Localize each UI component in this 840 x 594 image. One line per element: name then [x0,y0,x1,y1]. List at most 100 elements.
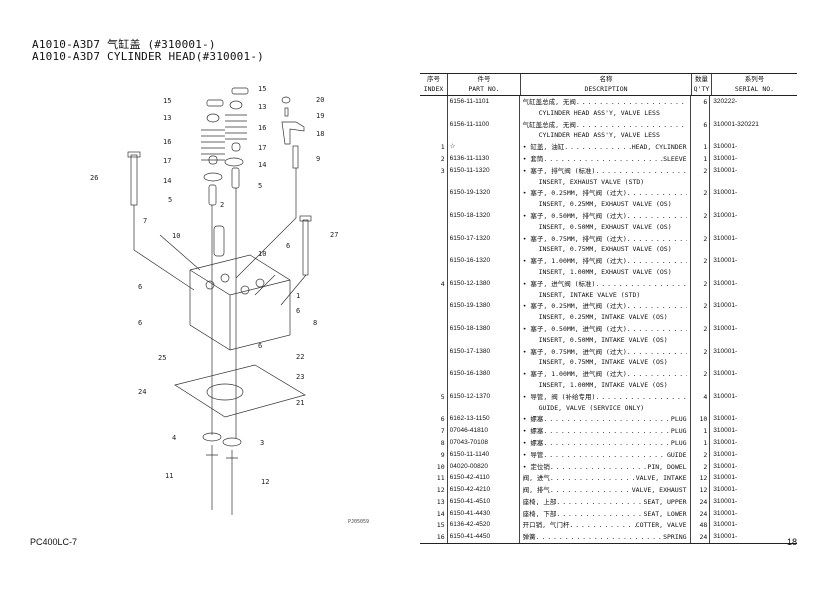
callout-number: 20 [316,96,324,104]
desc-en: SEAT, UPPER [643,497,687,506]
cell-qty: 1 [691,425,711,437]
desc-cn: • 定位销 [522,462,550,471]
desc-cn: 座椅, 上部 [522,497,557,506]
desc-cn: • 缸盖, 油缸 [522,143,565,152]
callout-number: 3 [260,439,264,447]
header-index-cn: 序号 [427,75,440,83]
desc-cn: • 塞子, 1.00MM, 进气阀 (过大) [522,370,627,379]
cell-part-no: 6150-18-1380 [446,322,519,346]
callout-number: 6 [138,319,142,327]
cell-part-no: 6150-41-4450 [446,531,519,544]
desc-cn: • 塞子, 0.75MM, 排气阀 (过大) [522,234,627,243]
cell-index: 15 [436,521,445,530]
cell-serial: 310001- [713,279,738,287]
cell-description: • 螺塞PLUG [518,425,691,437]
desc-cn: • 塞子, 进气阀 (标准) [522,279,596,288]
cell-qty: 2 [691,277,711,301]
desc-en: SLEEVE [663,154,687,163]
desc-cn: • 塞子, 1.00MM, 排气阀 (过大) [522,257,627,266]
header-qty-cn: 数量 [695,75,708,83]
cell-part-no: 6150-19-1320 [446,187,519,210]
desc-en: PLUG [670,438,687,447]
cell-part-no: 6150-42-4210 [446,484,519,496]
desc-cn: 气缸盖总成, 无阀 [522,98,576,106]
figure-code: PJ05059 [348,519,370,525]
callout-number: 8 [313,319,317,327]
desc-en: INSERT, 0.75MM, INTAKE VALVE (OS) [538,358,668,367]
cell-description: • 缸盖, 油缸HEAD, CYLINDER [518,141,691,153]
cell-description: 阀, 进气VALVE, INTAKE [518,472,691,485]
header-part-en: PART NO. [468,85,500,93]
cell-part-no: 6150-42-4110 [446,472,519,485]
cell-serial: 310001- [713,143,738,151]
cell-serial: 310001- [713,497,738,505]
cell-index: 11 [436,474,445,483]
cell-qty: 2 [691,368,711,391]
cell-part-no: 07043-70108 [446,436,519,449]
cell-part-no: 6150-12-1370 [446,390,519,414]
cell-description: • 导管, 阀 (补给专用)GUIDE, VALVE (SERVICE ONLY… [518,390,691,414]
cell-serial: 310001- [713,392,738,400]
cell-part-no: 6150-11-1320 [446,164,519,188]
cell-part-no: 6150-19-1380 [446,300,519,323]
cell-serial: 310001- [713,521,738,529]
cell-index [420,96,447,119]
cell-index: 1 [440,143,445,152]
cell-qty: 4 [691,390,711,414]
cell-part-no: 04020-00820 [446,460,519,473]
page-title-cn: A1010-A3D7 气缸盖 (#310001-) [32,38,216,51]
header-serial-cn: 系列号 [744,75,765,83]
cell-index: 5 [440,392,445,401]
callout-number: 7 [143,217,147,225]
desc-cn: 气缸盖总成, 无阀 [522,120,576,129]
cell-part-no: 6150-16-1320 [446,255,519,278]
table-row: 6150-18-1320• 塞子, 0.50MM, 排气阀 (过大)INSERT… [420,209,797,233]
cell-part-no: 6150-41-4510 [446,495,519,508]
exploded-parts-diagram: 1513161714526710215131617145201918927106… [90,85,338,515]
header-qty-en: Q'TY [693,85,710,93]
desc-cn: 开口销, 气门杆 [522,521,570,530]
diagram-parts [127,87,312,515]
header-desc-cn: 名称 [599,75,613,83]
cell-part-no: 6162-13-1150 [446,413,519,426]
cell-description: 阀, 排气VALVE, EXHAUST [518,484,691,496]
cell-qty: 1 [691,141,711,153]
callout-number: 15 [163,97,171,105]
cell-description: 开口销, 气门杆COTTER, VALVE [518,519,691,532]
cell-index [420,346,447,369]
desc-cn: • 导管 [522,450,544,459]
cell-description: • 塞子, 0.25MM, 排气阀 (过大)INSERT, 0.25MM, EX… [518,187,691,210]
desc-en: INSERT, INTAKE VALVE (STD) [538,290,641,299]
desc-cn: • 套筒 [522,154,544,163]
cell-serial: 310001- [713,450,738,458]
cell-qty: 2 [691,322,711,346]
cell-index: 3 [440,166,445,175]
desc-en: INSERT, 1.00MM, EXHAUST VALVE (OS) [538,267,672,276]
cell-part-no: 07046-41810 [446,425,519,437]
cell-serial: 310001- [713,438,738,446]
cell-description: • 塞子, 0.75MM, 排气阀 (过大)INSERT, 0.75MM, EX… [518,232,691,256]
header-desc-en: DESCRIPTION [584,85,628,93]
cell-qty: 24 [691,507,711,520]
cell-qty: 10 [691,413,711,426]
callout-number: 10 [172,232,180,240]
callout-number: 4 [172,434,176,442]
cell-index: 16 [436,533,445,542]
cell-description: • 塞子, 1.00MM, 进气阀 (过大)INSERT, 1.00MM, IN… [518,368,691,391]
cell-index: 7 [440,427,445,436]
cell-serial: 310001- [713,415,738,423]
header-serial-en: SERIAL NO. [734,85,775,93]
desc-en: INSERT, 1.00MM, INTAKE VALVE (OS) [538,380,668,389]
cell-qty: 12 [691,484,711,496]
callout-number: 26 [90,174,98,182]
table-row: 6150-19-1320• 塞子, 0.25MM, 排气阀 (过大)INSERT… [420,187,797,210]
